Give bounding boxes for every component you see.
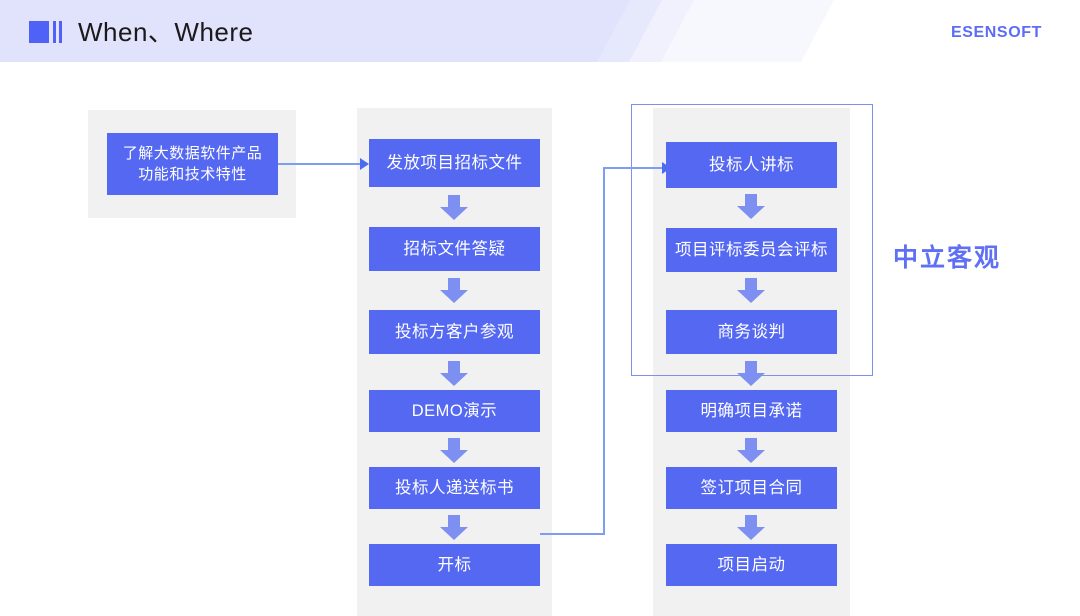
- node-intro-line1: 了解大数据软件产品: [122, 145, 263, 162]
- down-arrow-bid-2: [439, 278, 469, 304]
- down-arrow-bid-4: [439, 438, 469, 464]
- down-arrow-eval-4: [736, 438, 766, 464]
- logo-bars-icon: [29, 21, 69, 43]
- down-arrow-eval-2: [736, 278, 766, 304]
- flow-diagram: 了解大数据软件产品 功能和技术特性 发放项目招标文件 招标文件答疑 投标方客户参…: [0, 62, 1080, 616]
- connector-intro-to-bid: [278, 163, 364, 165]
- node-bid-5[interactable]: 投标人递送标书: [369, 467, 540, 509]
- node-eval-6[interactable]: 项目启动: [666, 544, 837, 586]
- down-arrow-bid-3: [439, 361, 469, 387]
- node-eval-1[interactable]: 投标人讲标: [666, 142, 837, 188]
- node-eval-2[interactable]: 项目评标委员会评标: [666, 228, 837, 272]
- logo-bar-thin-1: [53, 21, 56, 43]
- down-arrow-eval-5: [736, 515, 766, 541]
- node-bid-4[interactable]: DEMO演示: [369, 390, 540, 432]
- page-header: When、Where ESENSOFT: [0, 0, 1080, 62]
- callout-neutral-objective: 中立客观: [893, 244, 1002, 272]
- node-eval-4[interactable]: 明确项目承诺: [666, 390, 837, 432]
- logo-bar-solid: [29, 21, 49, 43]
- logo-bar-thin-2: [59, 21, 62, 43]
- node-bid-6[interactable]: 开标: [369, 544, 540, 586]
- node-bid-3[interactable]: 投标方客户参观: [369, 310, 540, 354]
- brand-logo: ESENSOFT: [950, 24, 1042, 41]
- connector-open-bid-segment-v: [603, 167, 605, 534]
- node-eval-5[interactable]: 签订项目合同: [666, 467, 837, 509]
- connector-open-bid-segment-h1: [540, 533, 605, 535]
- page-title: When、Where: [78, 17, 254, 47]
- connector-intro-to-bid-arrowhead: [360, 158, 369, 170]
- node-bid-1[interactable]: 发放项目招标文件: [369, 139, 540, 187]
- down-arrow-eval-3: [736, 361, 766, 387]
- connector-open-bid-segment-h2: [603, 167, 671, 169]
- down-arrow-bid-5: [439, 515, 469, 541]
- node-bid-2[interactable]: 招标文件答疑: [369, 227, 540, 271]
- node-eval-3[interactable]: 商务谈判: [666, 310, 837, 354]
- down-arrow-eval-1: [736, 194, 766, 220]
- header-background-band: [0, 0, 700, 62]
- node-intro[interactable]: 了解大数据软件产品 功能和技术特性: [107, 133, 278, 195]
- down-arrow-bid-1: [439, 195, 469, 221]
- node-intro-line2: 功能和技术特性: [138, 166, 247, 183]
